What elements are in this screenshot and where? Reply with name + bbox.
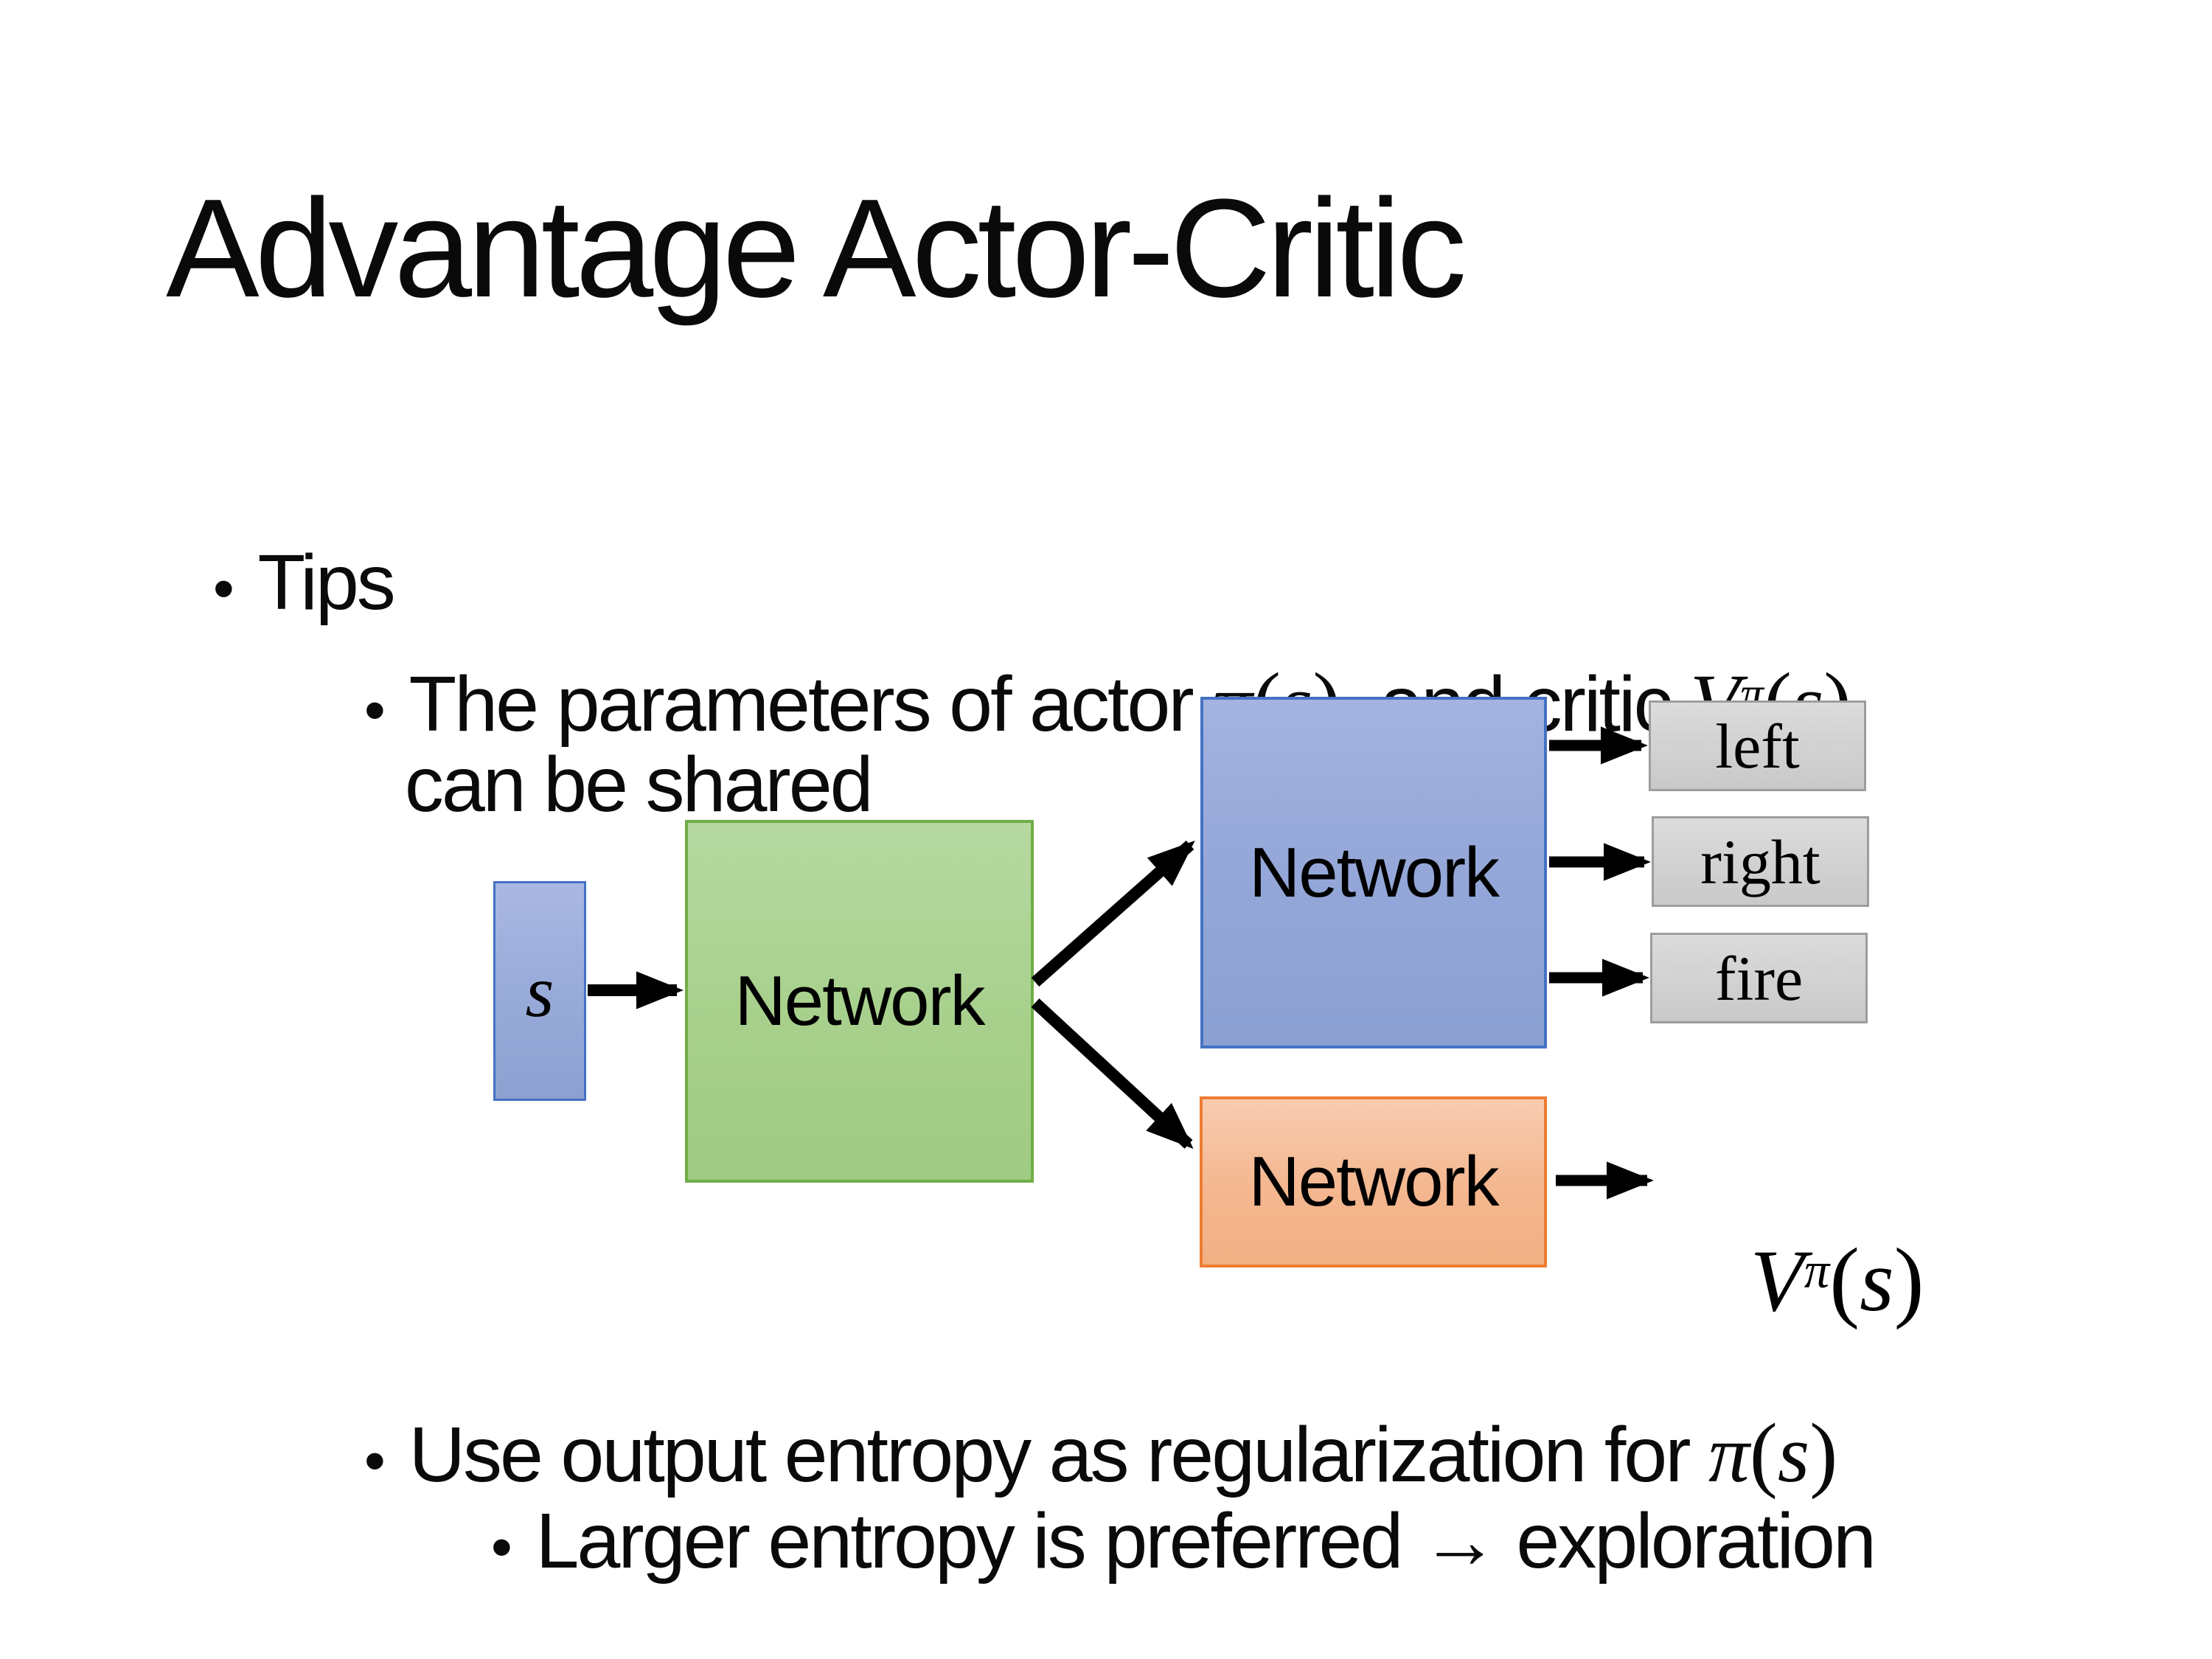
critic-output-label: Vπ(s) <box>1657 1131 1924 1429</box>
page-title: Advantage Actor-Critic <box>166 170 1467 327</box>
output-pi-superscript: π <box>1804 1242 1830 1299</box>
parameters-text: The parameters of actor <box>408 660 1212 748</box>
action-box-right: right <box>1652 816 1869 907</box>
left-paren: ( <box>1749 1405 1778 1500</box>
bullet-icon: • <box>212 553 234 622</box>
tips-label: Tips <box>257 538 395 626</box>
entropy-s: s <box>1777 1408 1810 1500</box>
action-box-left: left <box>1649 700 1866 791</box>
bullet-line-exploration: • Larger entropy is preferred → explorati… <box>413 1410 1877 1659</box>
action-label-fire: fire <box>1714 942 1804 1014</box>
shared-network-box: Network <box>685 820 1034 1183</box>
bullet-line-entropy: • Use output entropy as regularization fo… <box>286 1318 1838 1588</box>
actor-network-label: Network <box>1248 832 1500 912</box>
output-V: V <box>1750 1231 1804 1329</box>
shared-network-label: Network <box>734 961 985 1040</box>
bullet-icon: • <box>490 1512 512 1581</box>
critic-network-label: Network <box>1248 1142 1499 1221</box>
bullet-icon: • <box>364 1425 386 1495</box>
actor-network-box: Network <box>1200 697 1547 1048</box>
output-s: s <box>1860 1231 1894 1329</box>
state-label: s <box>525 950 554 1032</box>
right-paren: ) <box>1809 1405 1838 1500</box>
bullet-line-tips: • Tips <box>135 451 396 714</box>
right-paren: ) <box>1893 1229 1924 1330</box>
entropy-pi: π <box>1708 1408 1750 1500</box>
exploration-text: Larger entropy is preferred → exploratio… <box>535 1497 1876 1585</box>
arrow-shared-to-critic <box>1031 998 1194 1150</box>
bullet-icon: • <box>364 675 386 744</box>
arrow-shared-to-actor <box>1031 841 1195 987</box>
bullet-line-continuation: can be shared <box>327 653 874 916</box>
critic-network-box: Network <box>1200 1096 1547 1267</box>
state-box: s <box>493 881 586 1101</box>
action-box-fire: fire <box>1650 933 1868 1023</box>
action-label-left: left <box>1715 710 1800 782</box>
action-label-right: right <box>1700 826 1820 897</box>
can-be-shared-text: can be shared <box>404 740 874 828</box>
entropy-text: Use output entropy as regularization for <box>408 1411 1708 1498</box>
left-paren: ( <box>1829 1229 1860 1330</box>
